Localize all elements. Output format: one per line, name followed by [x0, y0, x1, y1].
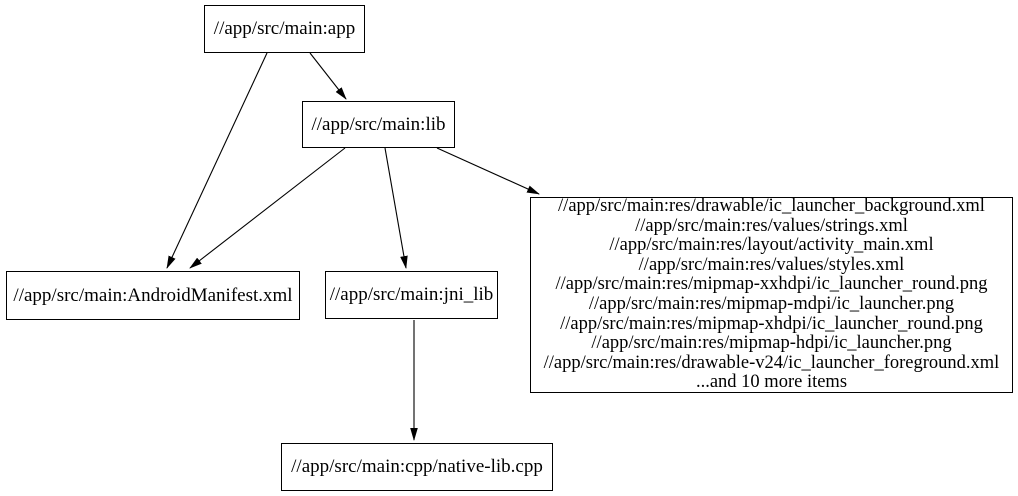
resource-item: //app/src/main:res/drawable-v24/ic_launc…: [543, 352, 1000, 373]
resource-item: //app/src/main:res/layout/activity_main.…: [609, 235, 934, 256]
node-app: //app/src/main:app: [204, 5, 365, 53]
node-resources-group: //app/src/main:res/drawable/ic_launcher_…: [530, 196, 1013, 393]
node-native-cpp-label: //app/src/main:cpp/native-lib.cpp: [291, 456, 543, 478]
edge-app-to-android-manifest: [166, 52, 268, 269]
node-app-label: //app/src/main:app: [213, 18, 356, 40]
node-android-manifest-label: //app/src/main:AndroidManifest.xml: [13, 284, 293, 306]
resource-item: //app/src/main:res/mipmap-mdpi/ic_launch…: [588, 294, 955, 314]
resource-item: //app/src/main:res/mipmap-hdpi/ic_launch…: [591, 333, 952, 354]
node-lib-label: //app/src/main:lib: [311, 113, 446, 135]
node-native-cpp: //app/src/main:cpp/native-lib.cpp: [281, 443, 553, 491]
resource-overflow-note: ...and 10 more items: [695, 372, 848, 393]
edge-lib-to-android-manifest: [189, 147, 346, 269]
resource-item: //app/src/main:res/values/styles.xml: [638, 254, 905, 275]
node-lib: //app/src/main:lib: [302, 101, 455, 148]
edge-lib-to-resources: [436, 147, 540, 195]
resource-item: //app/src/main:res/drawable/ic_launcher_…: [558, 196, 985, 217]
resource-item: //app/src/main:res/values/strings.xml: [635, 215, 908, 236]
node-android-manifest: //app/src/main:AndroidManifest.xml: [6, 271, 300, 320]
node-jni-lib-label: //app/src/main:jni_lib: [329, 284, 494, 306]
node-jni-lib: //app/src/main:jni_lib: [325, 271, 498, 319]
edge-app-to-lib: [309, 52, 347, 100]
resource-item: //app/src/main:res/mipmap-xhdpi/ic_launc…: [560, 313, 983, 334]
resource-item: //app/src/main:res/mipmap-xxhdpi/ic_laun…: [555, 274, 988, 295]
edge-lib-to-jni-lib: [384, 147, 408, 269]
